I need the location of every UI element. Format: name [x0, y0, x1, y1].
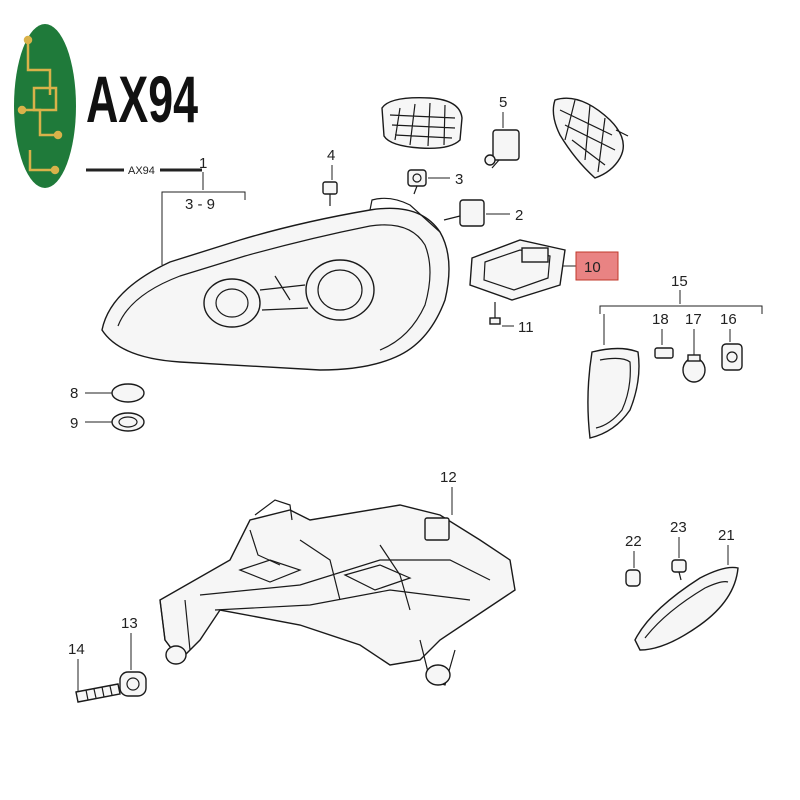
callout-22: 22 — [625, 533, 642, 550]
callout-10: 10 — [584, 259, 601, 276]
logo-badge-icon — [14, 24, 76, 188]
callout-4: 4 — [327, 147, 335, 164]
part-5-socket: 5 — [484, 94, 520, 169]
callout-9: 9 — [70, 415, 78, 432]
brand-logo: AX94 — [14, 24, 198, 188]
highlight-box — [575, 251, 619, 281]
watermark: AX94 — [86, 165, 202, 177]
callout-17: 17 — [685, 311, 702, 328]
part-18-bulb: 18 — [652, 311, 674, 359]
part-15-side-indicator — [587, 347, 640, 439]
callout-18: 18 — [652, 311, 669, 328]
watermark-text: AX94 — [128, 165, 155, 177]
logo-text: AX94 — [86, 62, 198, 136]
callout-15-group: 15 — [599, 273, 763, 345]
callout-15: 15 — [671, 273, 688, 290]
callout-1: 1 — [199, 155, 207, 172]
part-23-socket: 23 — [670, 519, 687, 581]
part-8-cap: 8 — [70, 383, 145, 403]
part-22-bulb: 22 — [625, 533, 642, 587]
callout-3: 3 — [455, 171, 463, 188]
vent-grille-cover — [381, 97, 463, 150]
part-12-mounting-frame: 12 — [159, 469, 516, 686]
callout-1-range: 3 - 9 — [185, 196, 215, 213]
callout-14: 14 — [68, 641, 85, 658]
callout-8: 8 — [70, 385, 78, 402]
part-9-seal: 9 — [70, 412, 145, 432]
part-2-xenon-bulb: 2 — [443, 199, 523, 227]
part-10-ballast: 10 — [469, 239, 619, 301]
callout-2: 2 — [515, 207, 523, 224]
part-21-side-marker: 21 — [634, 527, 739, 651]
callout-13: 13 — [121, 615, 138, 632]
callout-16: 16 — [720, 311, 737, 328]
headlight-assembly — [101, 197, 450, 371]
callout-21: 21 — [718, 527, 735, 544]
part-11-screw: 11 — [489, 302, 534, 336]
callout-12: 12 — [440, 469, 457, 486]
part-17-bulb: 17 — [682, 311, 706, 383]
callout-11: 11 — [518, 319, 534, 336]
mesh-grille — [552, 97, 629, 179]
circuit-pattern-icon — [17, 35, 63, 175]
callout-23: 23 — [670, 519, 687, 536]
callout-1-group: 1 3 - 9 — [161, 155, 246, 265]
part-3-bulb: 3 — [407, 169, 463, 195]
part-13-damper: 13 — [119, 615, 147, 697]
callout-5: 5 — [499, 94, 507, 111]
part-16-socket: 16 — [720, 311, 743, 371]
part-4-bulb: 4 — [322, 147, 338, 206]
part-14-bolt: 14 — [68, 641, 121, 703]
